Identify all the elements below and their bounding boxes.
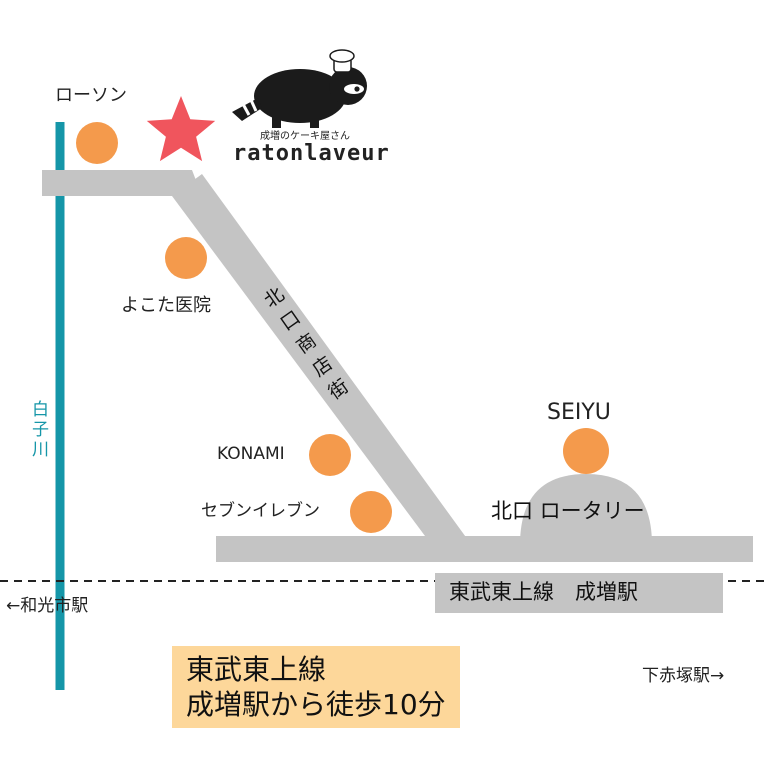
- rotary-label: 北口 ロータリー: [491, 499, 645, 523]
- seiyu-label: SEIYU: [547, 400, 611, 425]
- yokota-clinic-marker: [165, 237, 207, 279]
- station-box: [435, 573, 723, 613]
- shopping-street-label: 北口商店街: [258, 283, 356, 411]
- directions-line2: 成増駅から徒歩10分: [186, 688, 446, 721]
- seven-eleven-label: セブンイレブン: [201, 501, 320, 521]
- rotary: [520, 474, 652, 545]
- shopping-street-road: [172, 174, 468, 540]
- raccoon-logo-icon: [232, 49, 367, 128]
- west-station-label: ←和光市駅: [6, 596, 89, 616]
- konami-label: KONAMI: [217, 444, 285, 464]
- seven-eleven-marker: [350, 491, 392, 533]
- station-road: [216, 536, 753, 562]
- river-label: 白子川: [28, 400, 49, 460]
- station-label: 東武東上線 成増駅: [449, 580, 638, 604]
- east-station-label: 下赤塚駅→: [642, 666, 725, 686]
- konami-marker: [309, 434, 351, 476]
- directions-line1: 東武東上線: [186, 653, 327, 686]
- lawson-marker: [76, 122, 118, 164]
- yokota-clinic-label: よこた医院: [121, 295, 211, 316]
- shop-name: ratonlaveur: [233, 141, 390, 166]
- top-road: [42, 170, 202, 196]
- directions-callout: 東武東上線 成増駅から徒歩10分: [172, 646, 460, 728]
- shop-tagline: 成増のケーキ屋さん: [260, 131, 350, 142]
- lawson-label: ローソン: [55, 85, 127, 106]
- shop-star-icon: [146, 96, 216, 162]
- seiyu-marker: [563, 428, 609, 474]
